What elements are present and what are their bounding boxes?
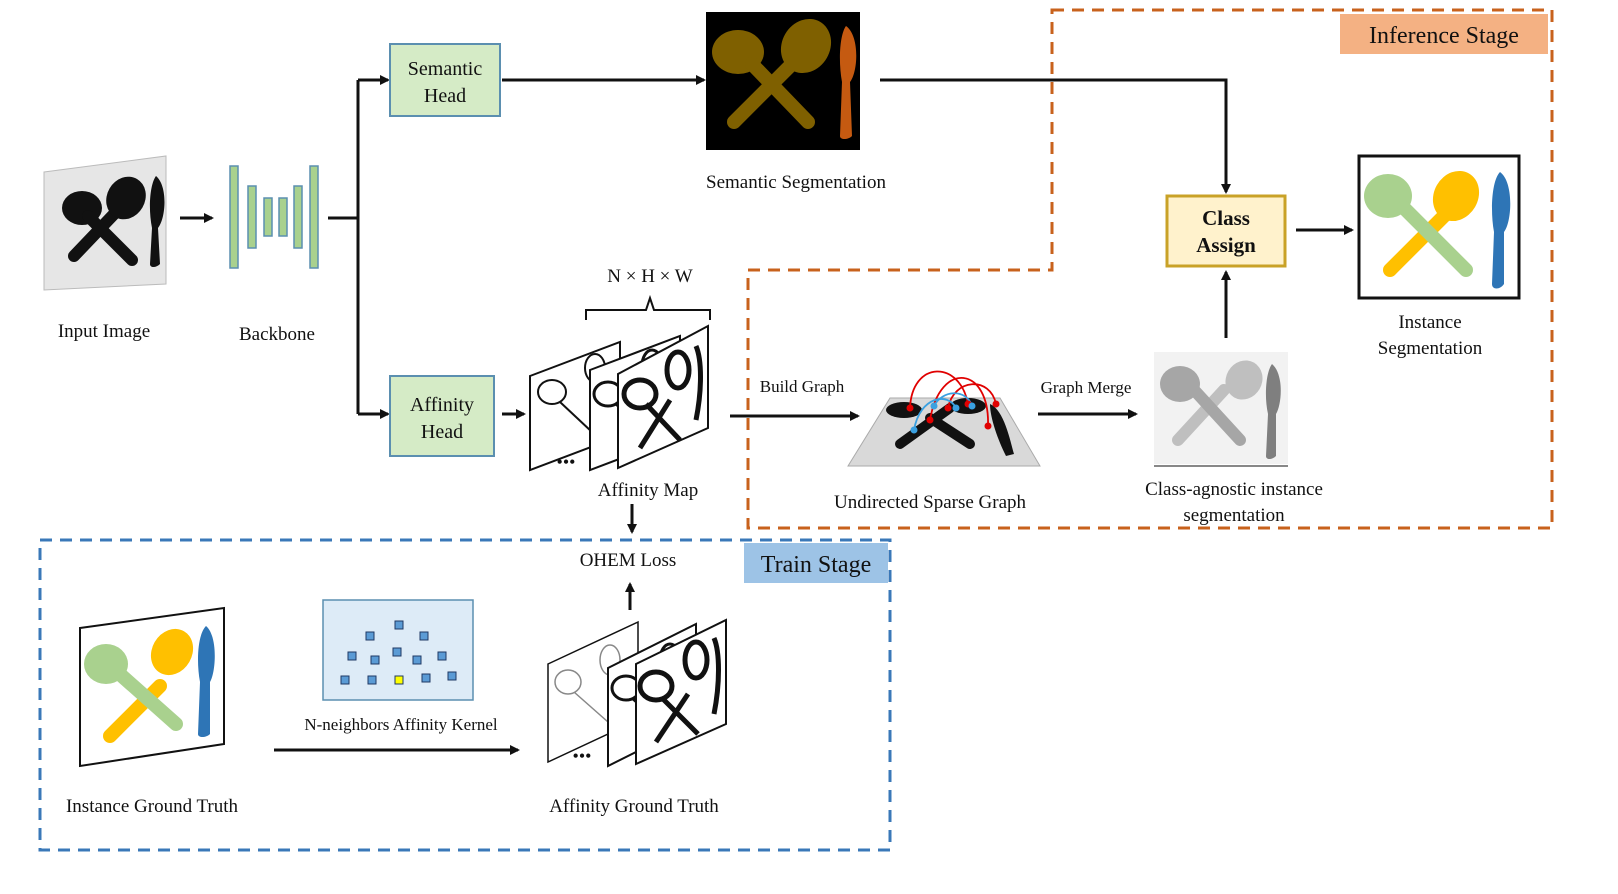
input-image-thumbnail (43, 155, 166, 291)
backbone-label: Backbone (239, 324, 315, 345)
affinity-kernel-label: N-neighbors Affinity Kernel (304, 715, 498, 734)
train-stage-border (38, 538, 892, 852)
affinity-head-label-2: Head (421, 421, 463, 443)
graph-merge-label: Graph Merge (1041, 378, 1132, 397)
affinity-head-box (389, 375, 495, 457)
arrow-backbone-split (328, 80, 360, 220)
affinity-ground-truth-label: Affinity Ground Truth (549, 796, 719, 817)
semantic-segmentation-image (706, 12, 860, 150)
affinity-map-stack (529, 324, 709, 472)
instance-segmentation-label-1: Instance (1398, 312, 1461, 333)
class-assign-label-2: Assign (1196, 233, 1256, 257)
instance-ground-truth-label: Instance Ground Truth (66, 796, 239, 817)
instance-ground-truth-image (79, 606, 225, 768)
affinity-gt-ellipsis: ••• (573, 746, 592, 766)
inference-stage-tag (1340, 14, 1548, 54)
affinity-ground-truth-stack (547, 618, 727, 768)
instance-segmentation-image (1357, 154, 1521, 300)
nhw-brace (585, 294, 711, 320)
arrow-semseg-to-class-assign (880, 78, 1231, 194)
class-assign-box (1165, 194, 1287, 268)
input-image-label: Input Image (58, 321, 150, 342)
instance-segmentation-label-2: Segmentation (1378, 338, 1483, 359)
semantic-head-label-2: Head (424, 85, 466, 107)
semantic-head-box (389, 43, 501, 117)
backbone-layers (229, 165, 319, 269)
inference-stage-border (746, 8, 1554, 530)
train-stage-tag (744, 543, 888, 583)
semantic-segmentation-label: Semantic Segmentation (706, 172, 886, 193)
affinity-kernel-image (322, 599, 474, 701)
class-agnostic-image (1154, 352, 1288, 467)
build-graph-label: Build Graph (760, 377, 845, 396)
class-agnostic-label-2: segmentation (1183, 505, 1285, 526)
sparse-graph-label: Undirected Sparse Graph (834, 492, 1027, 513)
nhw-label: N × H × W (607, 266, 693, 287)
train-stage-label: Train Stage (761, 552, 871, 578)
ohem-loss-label: OHEM Loss (580, 550, 677, 571)
semantic-head-label-1: Semantic (408, 58, 483, 80)
affinity-map-ellipsis: ••• (557, 452, 576, 472)
affinity-map-label: Affinity Map (598, 480, 698, 501)
class-agnostic-label-1: Class-agnostic instance (1145, 479, 1323, 500)
affinity-head-label-1: Affinity (410, 394, 474, 416)
class-assign-label-1: Class (1202, 206, 1250, 230)
sparse-graph-image (847, 370, 1041, 467)
inference-stage-label: Inference Stage (1369, 23, 1519, 49)
